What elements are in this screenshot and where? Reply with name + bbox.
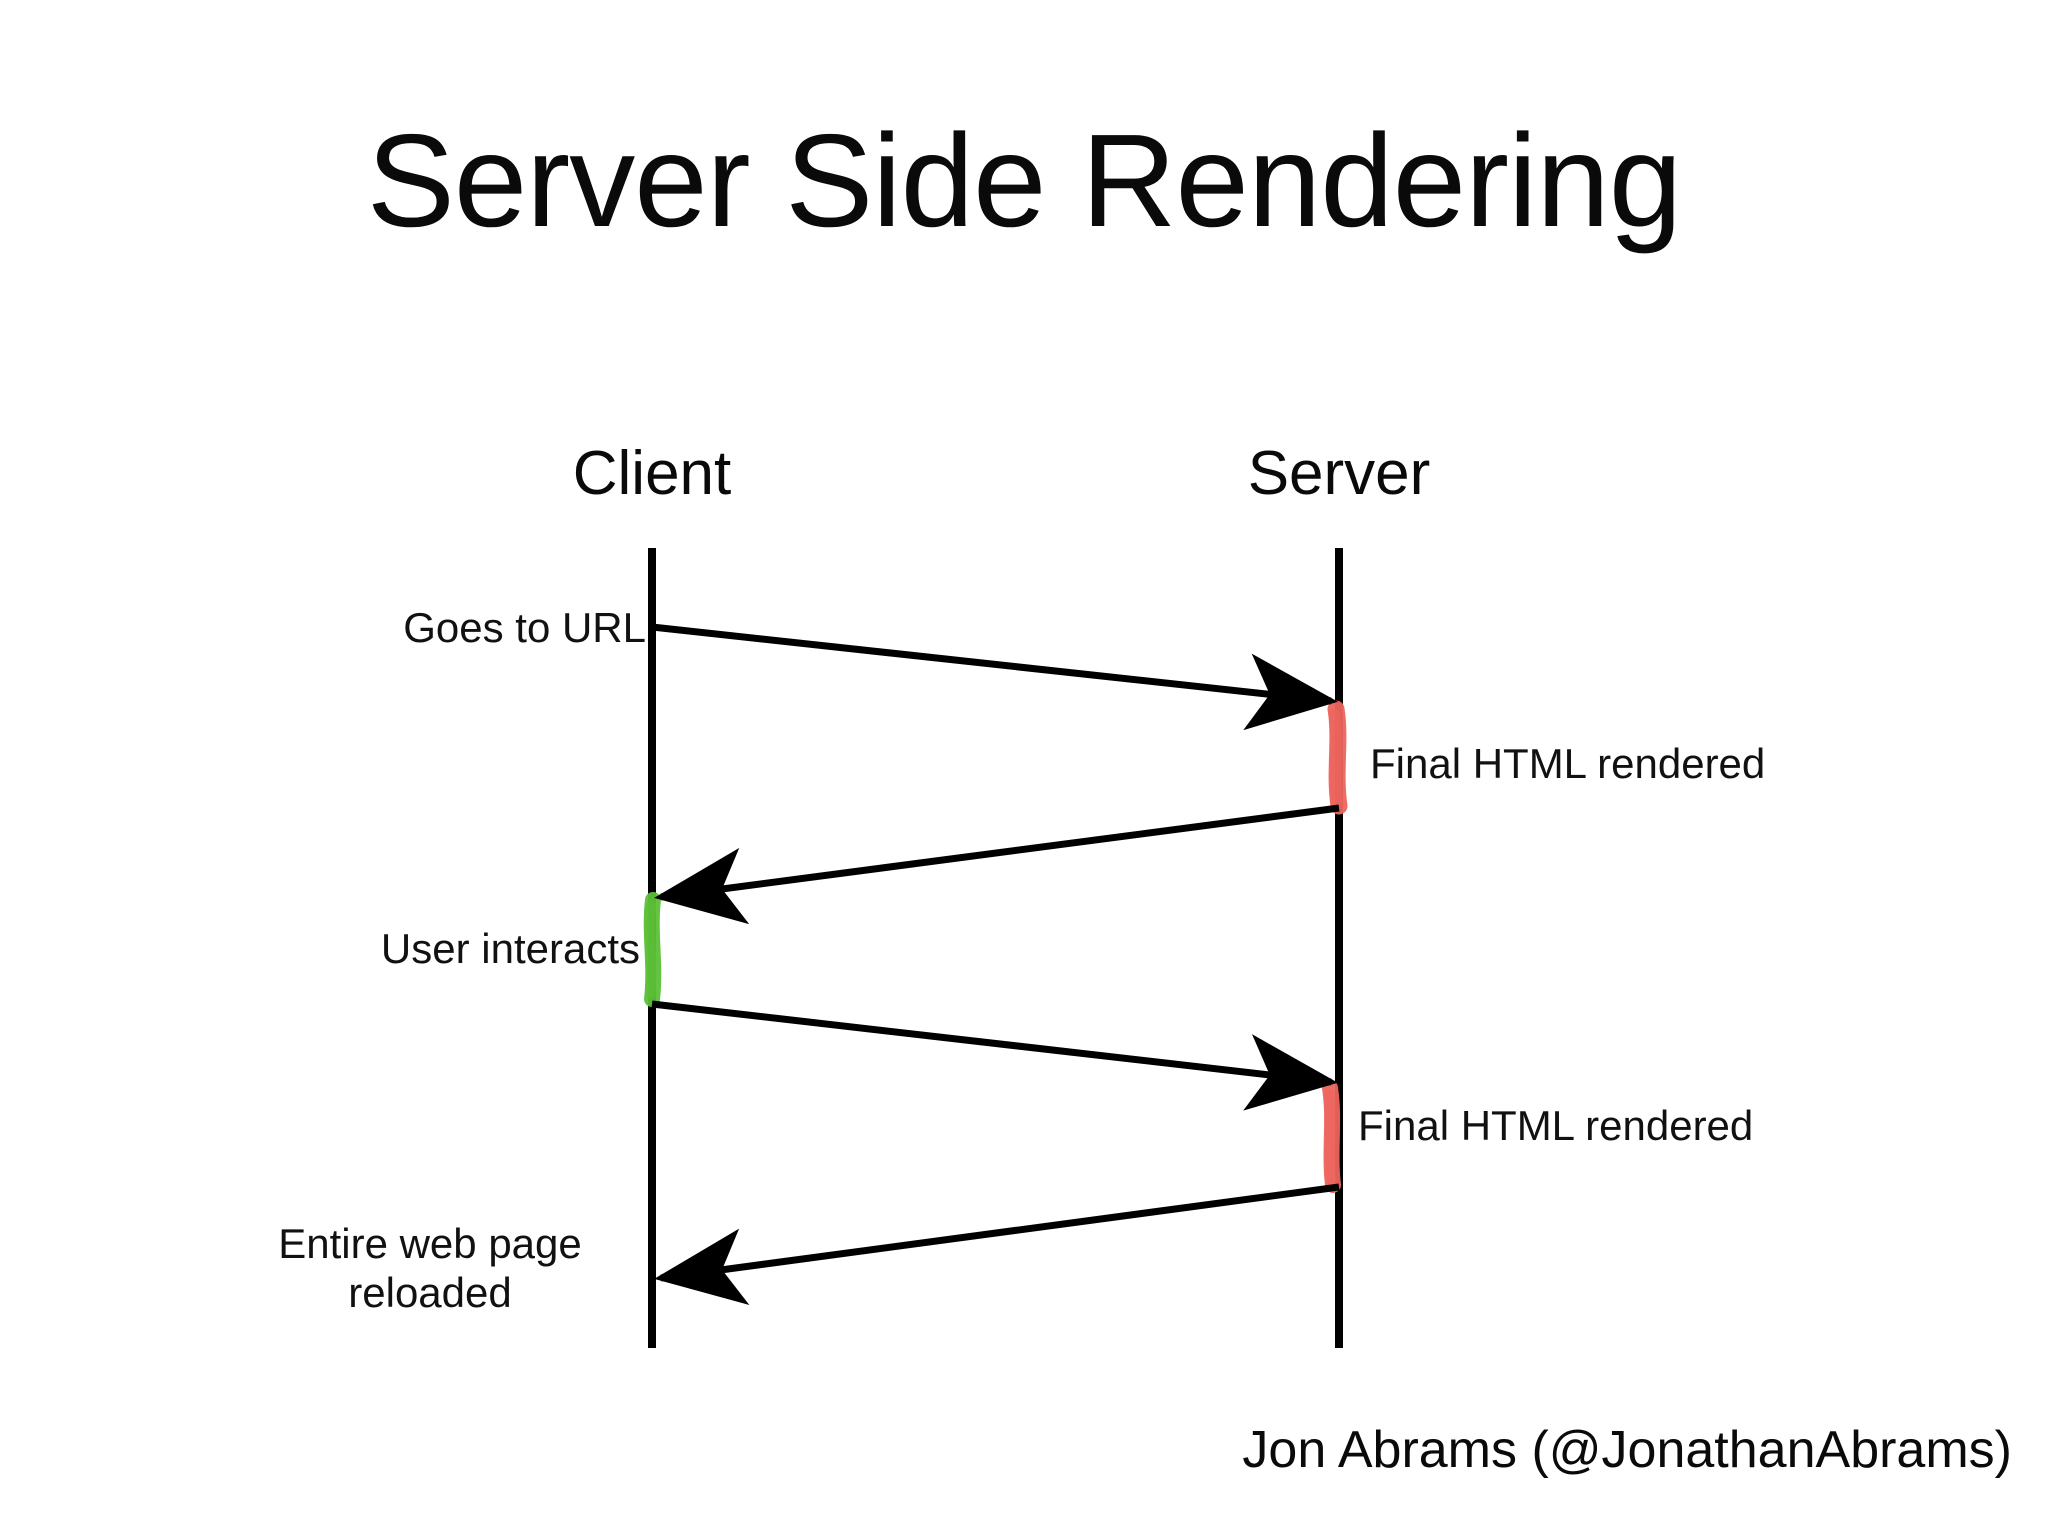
reload-label-line-2: reloaded: [348, 1268, 512, 1316]
message-label-final-html-rendered-1: Final HTML rendered: [1370, 740, 1766, 787]
participant-label-server: Server: [1247, 439, 1431, 508]
participant-label-client: Client: [572, 439, 732, 508]
message-arrow-user-interacts: [651, 1000, 1338, 1111]
message-arrow-goes-to-url: [651, 623, 1338, 731]
message-label-final-html-rendered-2: Final HTML rendered: [1358, 1102, 1754, 1149]
page-title: Server Side Rendering: [366, 107, 1682, 254]
activation-bar-server-2: [1322, 1080, 1341, 1193]
reload-label-line-1: Entire web page: [278, 1220, 582, 1267]
message-label-goes-to-url: Goes to URL: [403, 604, 646, 651]
message-label-entire-web-page-reloaded: Entire web page reloaded: [220, 1220, 640, 1317]
message-arrow-page-reloaded: [654, 1183, 1340, 1305]
activation-bar-server-1: [1327, 700, 1348, 815]
message-label-user-interacts: User interacts: [380, 925, 640, 972]
author-credit: Jon Abrams (@JonathanAbrams): [1242, 1421, 2012, 1479]
activation-bar-client-interacts: [643, 892, 662, 1007]
message-arrow-final-html-1: [654, 804, 1340, 925]
